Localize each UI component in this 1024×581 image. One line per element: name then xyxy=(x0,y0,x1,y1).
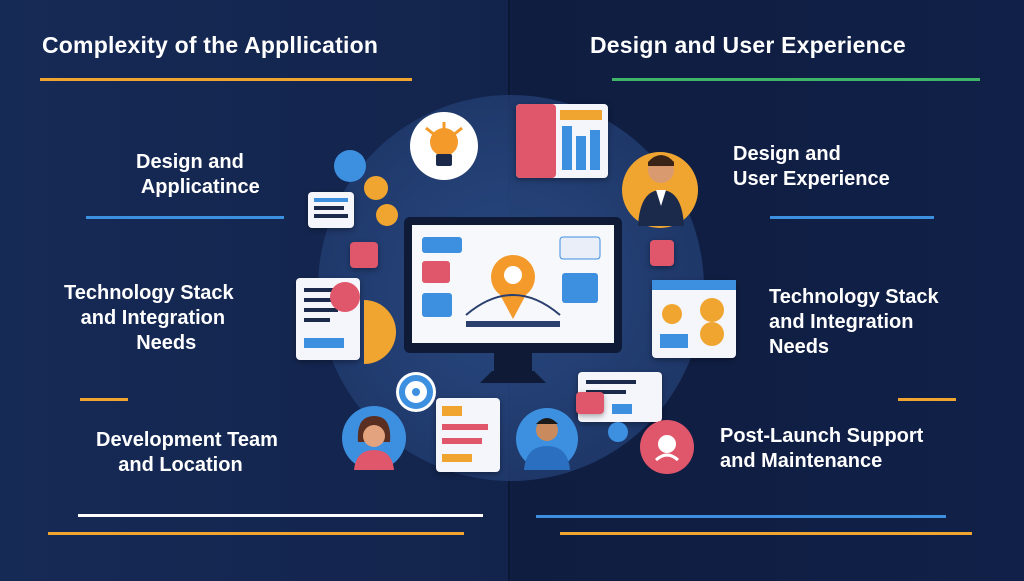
dashboard-icon xyxy=(516,104,602,178)
message-card-icon xyxy=(350,242,378,268)
person-avatar-icon xyxy=(638,155,684,226)
small-gear-icon xyxy=(376,204,398,226)
right-heading: Design and User Experience xyxy=(590,32,906,58)
left-heading-underline xyxy=(40,78,412,81)
right-bottom-line-blue xyxy=(536,515,946,518)
right-item-design: Design and User Experience xyxy=(733,143,890,190)
monitor-icon xyxy=(404,217,622,383)
task-card xyxy=(436,398,500,472)
left-heading: Complexity of the Appllication xyxy=(42,32,379,58)
person-avatar-bubble-male xyxy=(516,408,578,470)
message-card-icon-right xyxy=(650,240,674,266)
right-bottom-line-orange xyxy=(560,532,972,535)
left-bottom-line-white xyxy=(78,514,483,517)
gear-icon xyxy=(364,176,388,200)
left-item-design-line xyxy=(86,216,284,219)
settings-panel-card xyxy=(652,280,736,358)
analytics-icon xyxy=(330,282,360,312)
right-item-tech: Technology Stack and Integration Needs xyxy=(769,286,939,358)
support-bubble xyxy=(640,420,694,474)
left-item-design: Design and Applicatince xyxy=(136,151,260,198)
right-heading-underline xyxy=(612,78,980,81)
lightbulb-icon xyxy=(425,122,463,166)
left-item-tech-line xyxy=(80,398,128,401)
right-item-design-line xyxy=(770,216,934,219)
person-avatar-bubble-female xyxy=(342,406,406,470)
dashboard-card xyxy=(516,104,608,178)
right-item-support: Post-Launch Support and Maintenance xyxy=(720,425,924,472)
chat-bubble-icon xyxy=(334,150,366,182)
small-settings-icon xyxy=(608,422,628,442)
target-icon xyxy=(396,372,436,412)
left-bottom-line-orange xyxy=(48,532,464,535)
left-item-team: Development Team and Location xyxy=(96,429,278,476)
chat-card-icon xyxy=(576,392,604,414)
left-item-tech: Technology Stack and Integration Needs xyxy=(64,282,234,354)
right-item-tech-line xyxy=(898,398,956,401)
document-icon xyxy=(308,192,354,228)
